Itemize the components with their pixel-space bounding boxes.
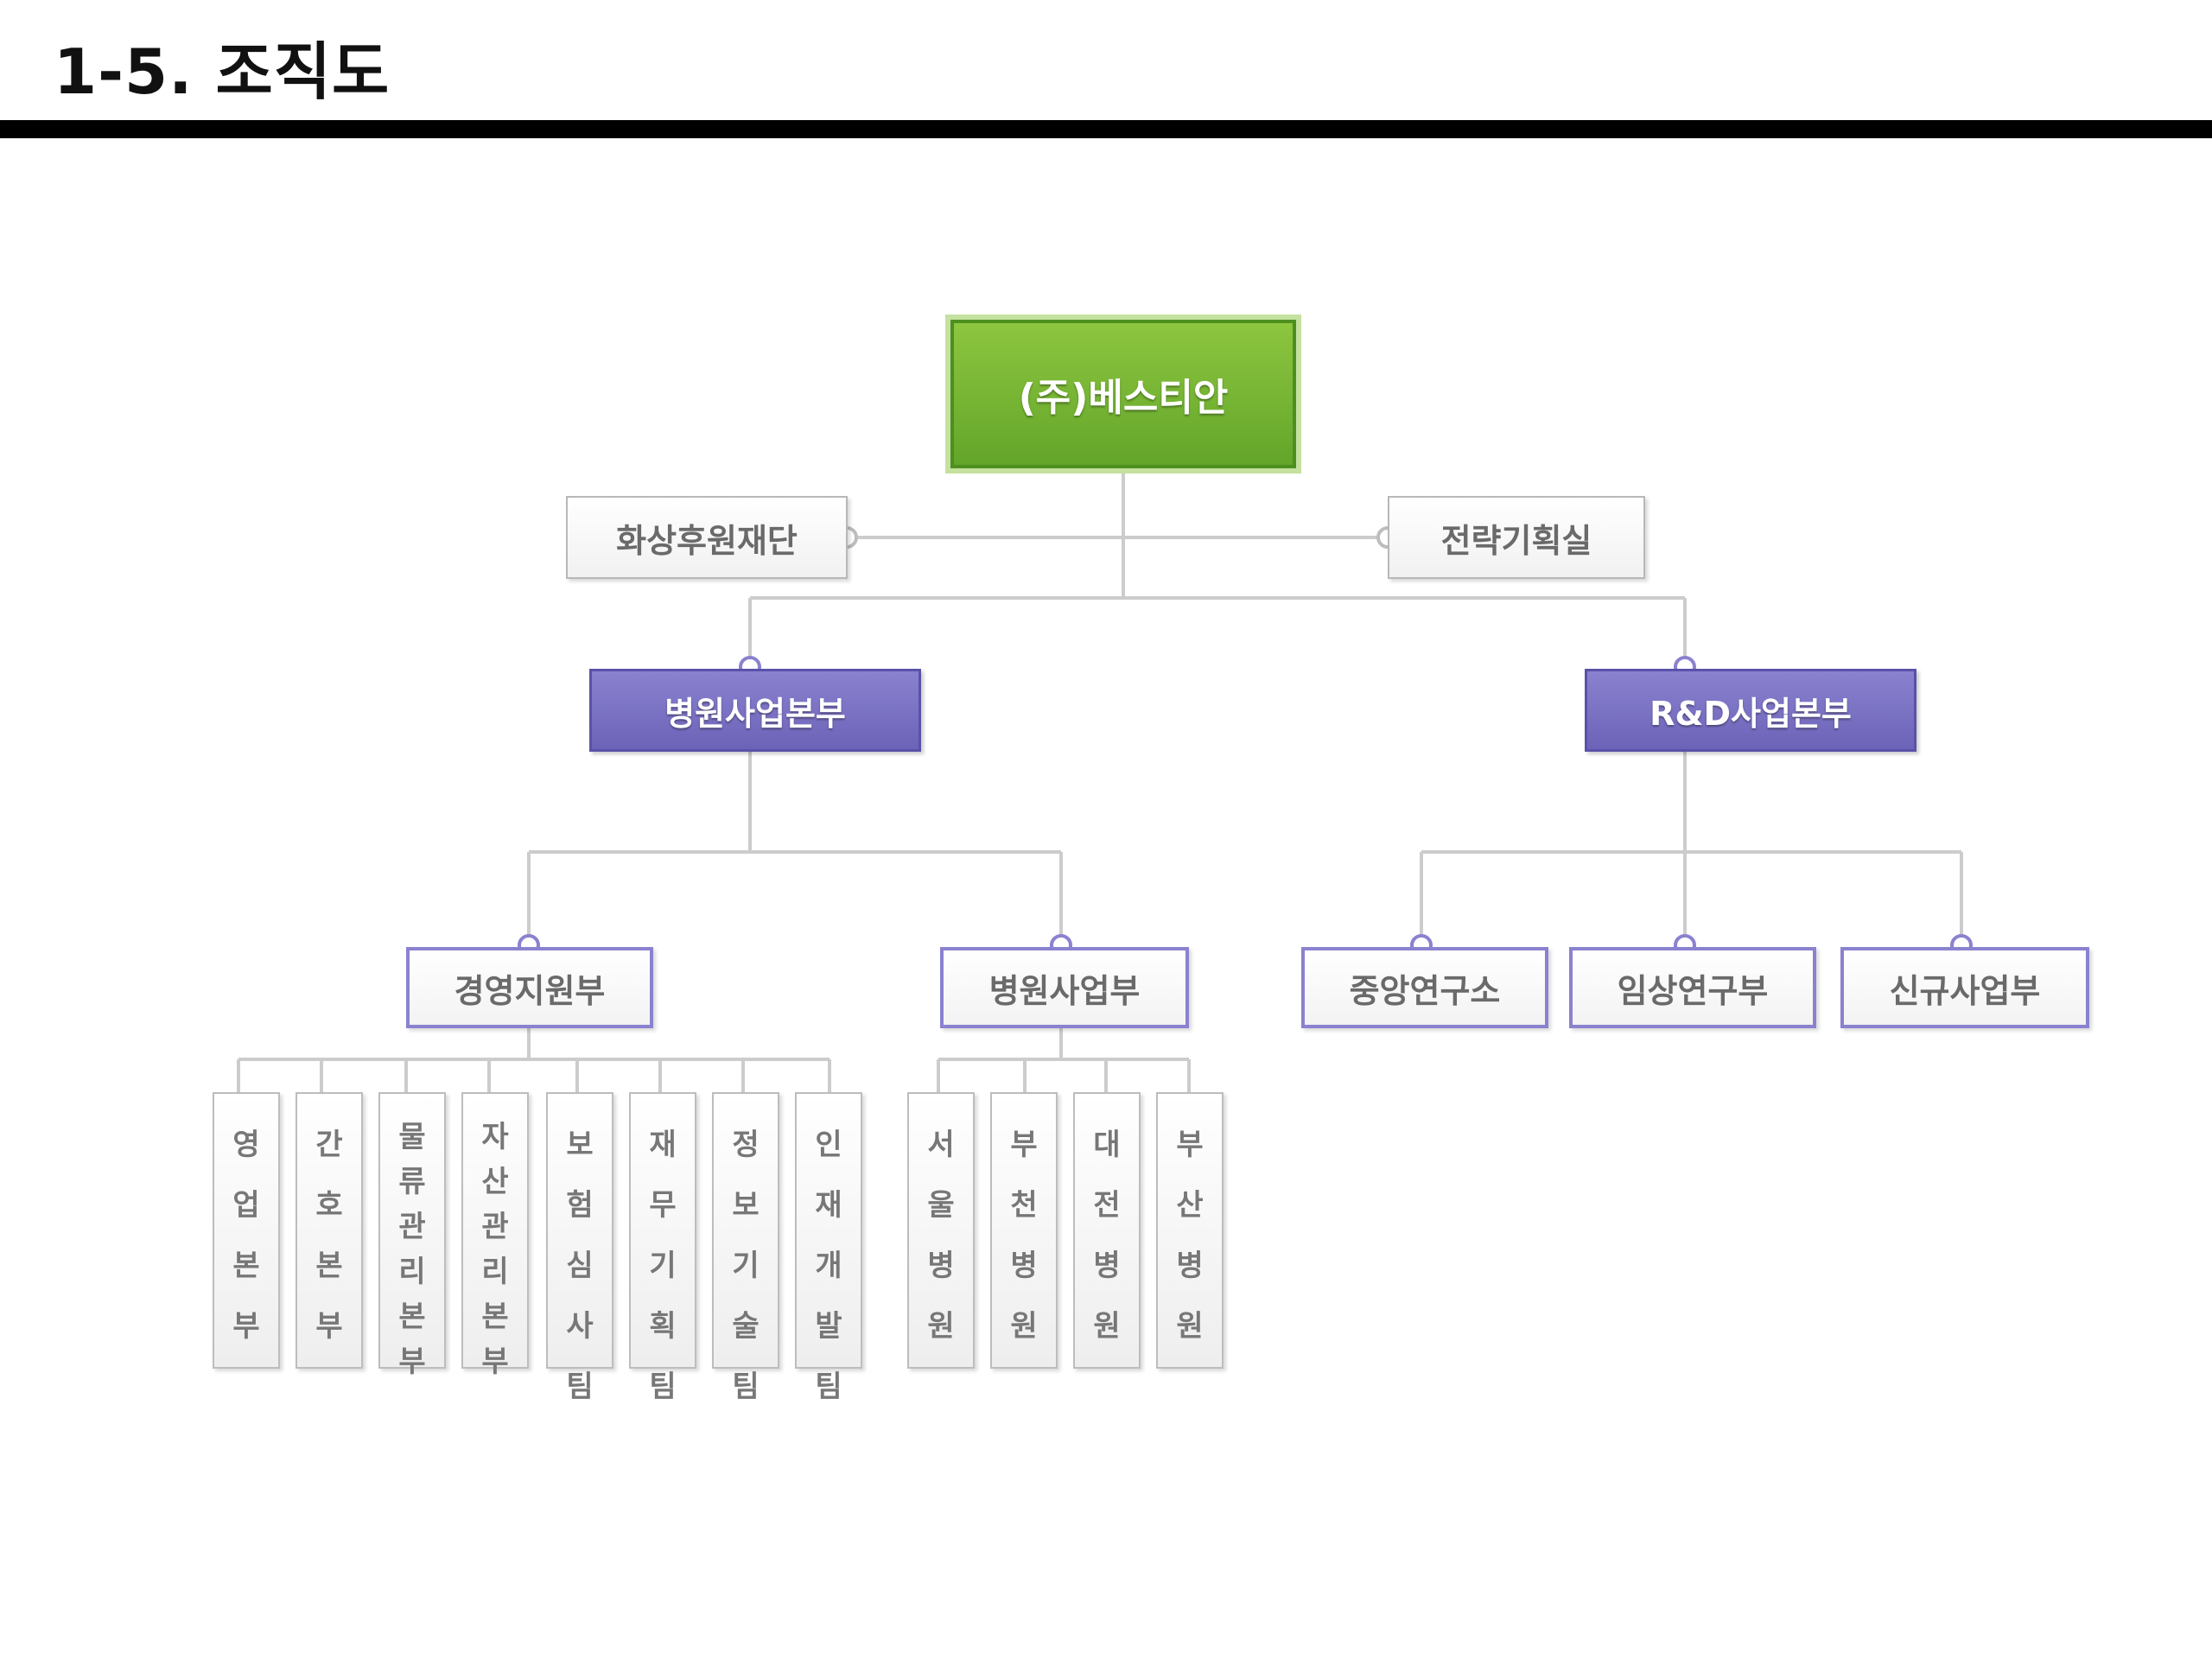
page-title: 1-5. 조직도 (54, 35, 391, 108)
dept-central-lab-label: 중앙연구소 (1349, 971, 1501, 1010)
title-divider (0, 120, 2212, 138)
dept-management: 경영지원부 (406, 947, 653, 1028)
staff-unit-strategy: 전략기획실 (1388, 496, 1645, 579)
dept-management-label: 경영지원부 (454, 971, 606, 1010)
staff-unit-foundation: 화상후원재단 (566, 496, 848, 579)
dept-clinical: 임상연구부 (1569, 947, 1816, 1028)
dept-central-lab: 중앙연구소 (1301, 947, 1548, 1028)
staff-unit-strategy-label: 전략기획실 (1440, 521, 1592, 560)
org-root: (주)베스티안 (945, 315, 1301, 474)
dept-clinical-label: 임상연구부 (1617, 971, 1769, 1010)
org-root-label: (주)베스티안 (1018, 376, 1229, 420)
staff-unit-foundation-label: 화상후원재단 (616, 521, 798, 560)
dept-new-business: 신규사업부 (1840, 947, 2089, 1028)
division-rnd: R&D사업본부 (1585, 669, 1916, 752)
division-hospital-label: 병원사업본부 (664, 694, 846, 733)
dept-hospital: 병원사업부 (940, 947, 1189, 1028)
division-hospital: 병원사업본부 (589, 669, 921, 752)
dept-new-business-label: 신규사업부 (1889, 971, 2041, 1010)
division-rnd-label: R&D사업본부 (1649, 694, 1852, 733)
dept-hospital-label: 병원사업부 (988, 971, 1141, 1010)
